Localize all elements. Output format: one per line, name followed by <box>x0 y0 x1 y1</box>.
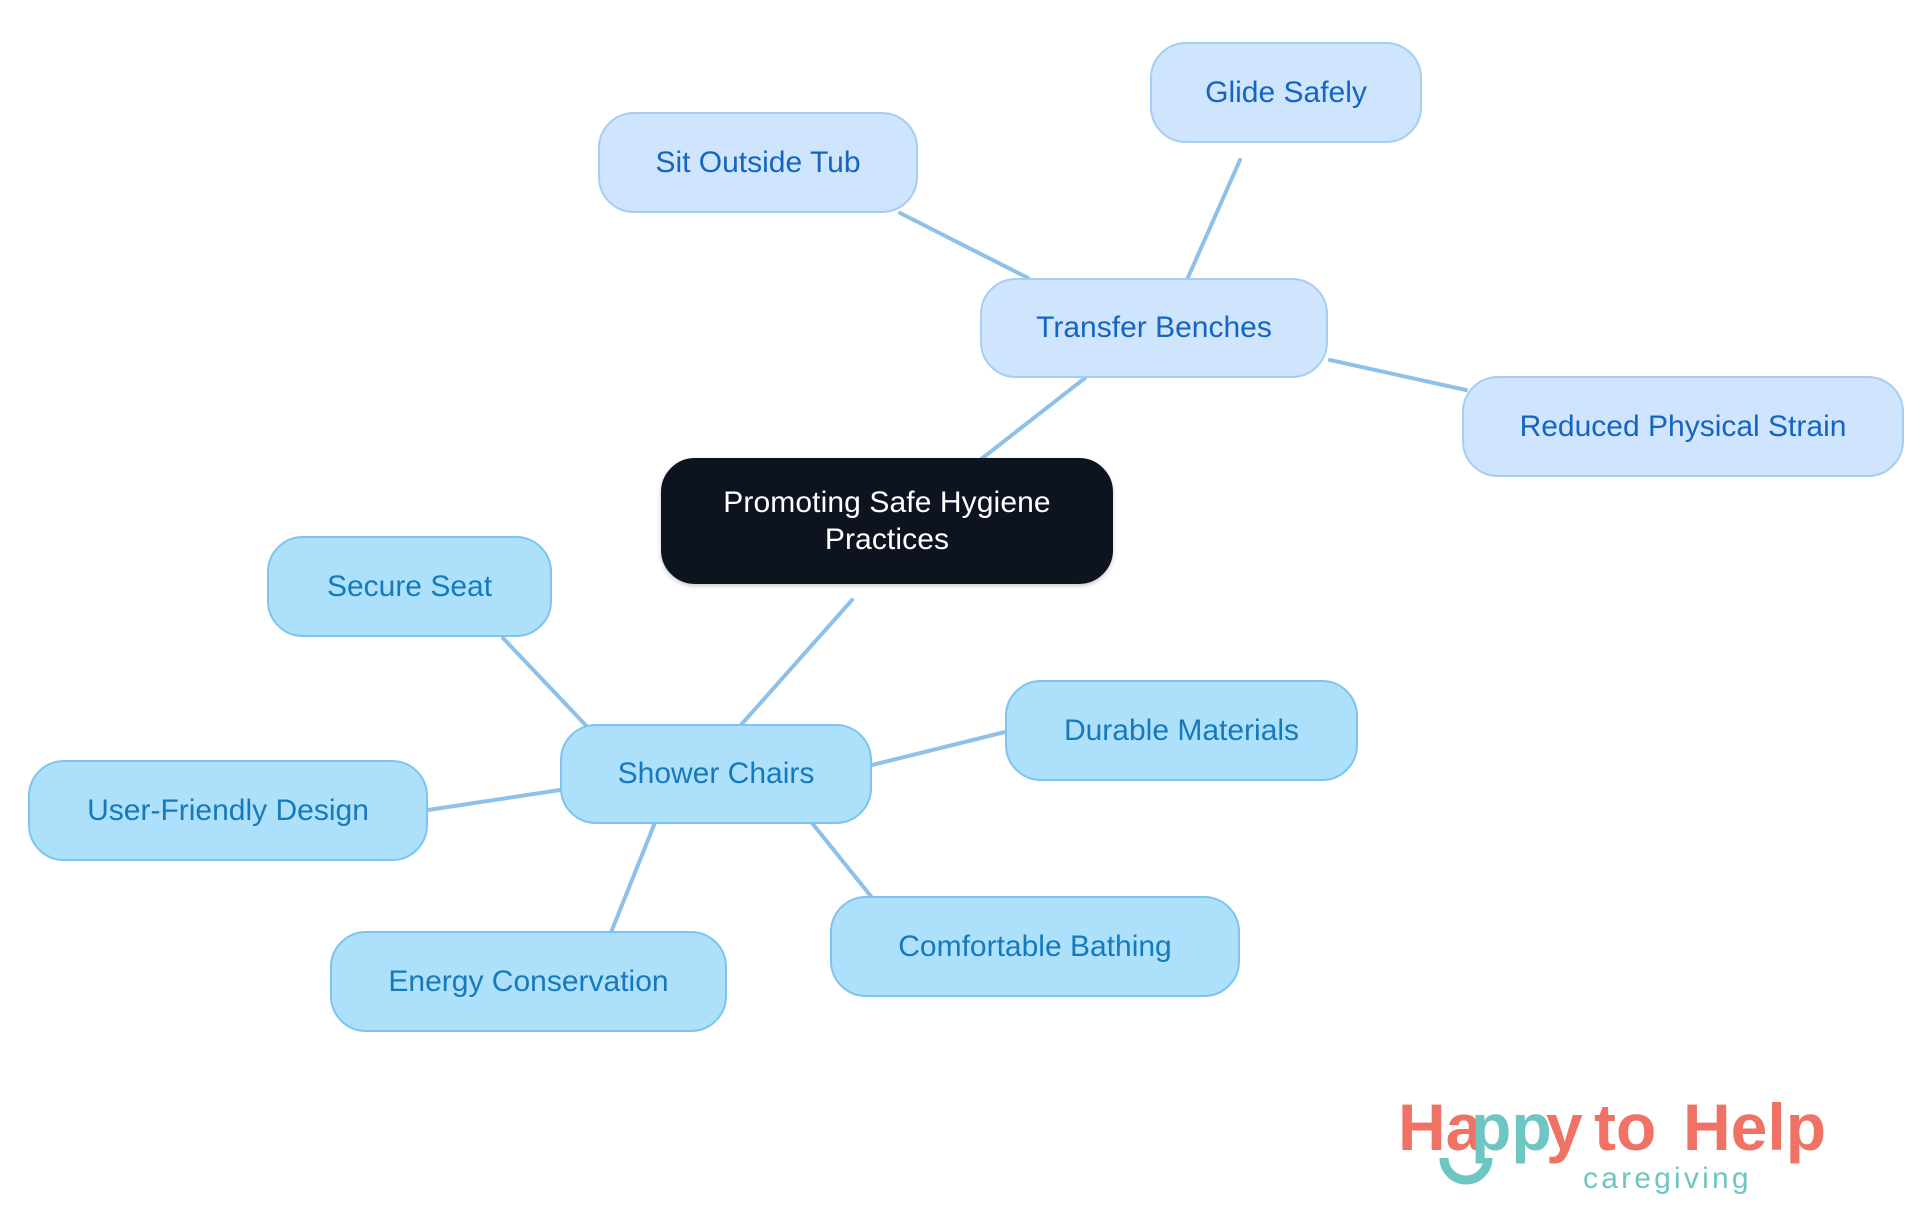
edge-transfer-benches-reduced-physical-strain <box>1328 358 1468 392</box>
mindmap-node-energy-conservation[interactable]: Energy Conservation <box>330 931 727 1032</box>
logo-text-help: Help <box>1683 1090 1826 1164</box>
happy-to-help-logo-icon: Ha pp y to Help caregiving <box>1398 1090 1826 1195</box>
edge-shower-chairs-user-friendly-design <box>426 788 562 812</box>
mindmap-node-secure-seat[interactable]: Secure Seat <box>267 536 552 637</box>
edge-shower-chairs-secure-seat <box>501 636 597 737</box>
edge-transfer-benches-sit-outside-tub <box>898 211 1030 280</box>
mindmap-node-durable-materials[interactable]: Durable Materials <box>1005 680 1358 781</box>
mindmap-node-root[interactable]: Promoting Safe Hygiene Practices <box>661 458 1113 584</box>
edge-root-transfer-benches <box>978 376 1087 462</box>
mindmap-node-user-friendly-design[interactable]: User-Friendly Design <box>28 760 428 861</box>
logo-text-ha: Ha <box>1398 1090 1484 1164</box>
smile-arc-icon <box>1439 1157 1493 1185</box>
mindmap-node-reduced-physical-strain[interactable]: Reduced Physical Strain <box>1462 376 1904 477</box>
edge-transfer-benches-glide-safely <box>1184 158 1242 284</box>
edge-shower-chairs-durable-materials <box>870 730 1007 767</box>
logo-text-pp: pp <box>1471 1090 1552 1164</box>
edge-root-shower-chairs <box>738 598 854 728</box>
mindmap-node-transfer-benches[interactable]: Transfer Benches <box>980 278 1328 378</box>
mindmap-node-comfortable-bathing[interactable]: Comfortable Bathing <box>830 896 1240 997</box>
mindmap-node-glide-safely[interactable]: Glide Safely <box>1150 42 1422 143</box>
logo-text-y: y <box>1546 1090 1583 1164</box>
mindmap-node-shower-chairs[interactable]: Shower Chairs <box>560 724 872 824</box>
logo-text-to: to <box>1594 1090 1656 1164</box>
logo-tagline: caregiving <box>1583 1162 1752 1195</box>
mindmap-node-sit-outside-tub[interactable]: Sit Outside Tub <box>598 112 918 213</box>
brand-logo: Ha pp y to Help caregiving <box>1398 1082 1878 1197</box>
